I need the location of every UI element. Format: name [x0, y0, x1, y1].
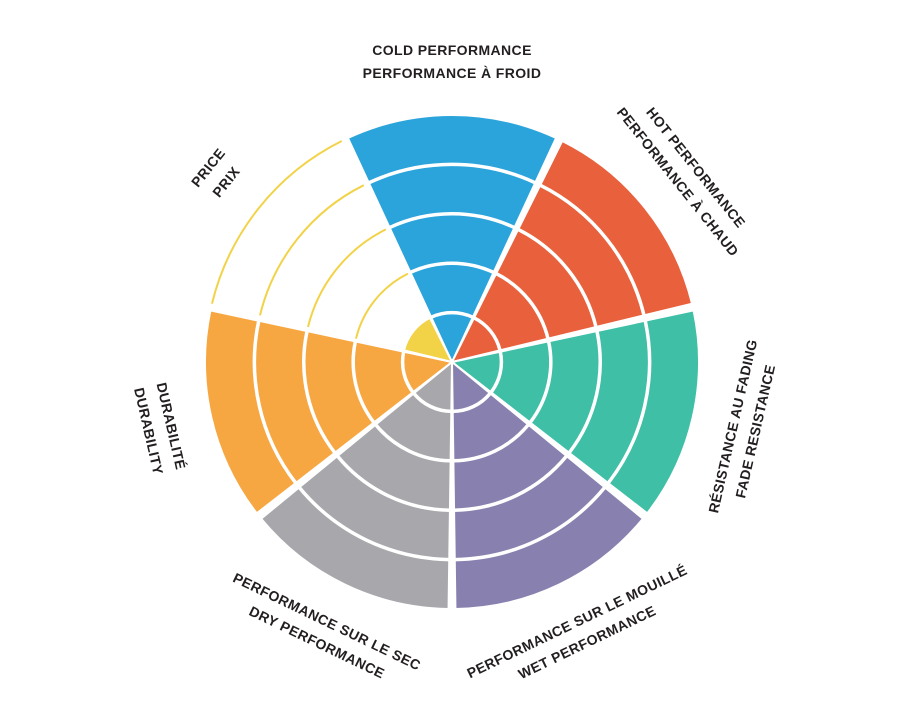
ring-separator [489, 351, 504, 394]
ring-separator [412, 392, 452, 414]
ring-separator [517, 227, 598, 328]
ring-separator [336, 454, 450, 512]
ring-outline [259, 184, 365, 316]
ring-separator [528, 340, 553, 424]
ring-separator [368, 162, 536, 185]
sector-hot-performance [450, 139, 694, 364]
ring-separator [454, 486, 607, 562]
ring-separator [539, 183, 646, 316]
sector-label-fade-resistance: RÉSISTANCE AU FADINGFADE RESISTANCE [705, 338, 783, 520]
ring-separator [297, 486, 450, 562]
ring-separator [454, 454, 568, 512]
ring-separator [430, 310, 474, 319]
ring-separator [452, 392, 492, 414]
ring-separator [374, 423, 451, 463]
sector-label-line: COLD PERFORMANCE [372, 42, 532, 58]
ring-separator [453, 423, 530, 463]
ring-separator [388, 212, 516, 230]
sector-label-line: PERFORMANCE À FROID [363, 65, 542, 81]
ring-separator [409, 261, 495, 274]
ring-outline [355, 272, 409, 339]
ring-outline [307, 228, 387, 328]
ring-separator [606, 320, 652, 485]
sector-label-price: PRICEPRIX [188, 145, 246, 204]
sector-durability [204, 309, 455, 515]
sector-cold-performance [346, 114, 558, 365]
ring-separator [351, 340, 376, 424]
sector-label-durability: DURABILITÉDURABILITY [131, 381, 189, 476]
ring-separator [495, 272, 550, 340]
ring-separator [252, 320, 298, 485]
sector-fade-resistance [449, 309, 700, 515]
ring-separator [302, 330, 337, 454]
sector-price [402, 316, 454, 364]
sector-label-cold-performance: COLD PERFORMANCE PERFORMANCE À FROID [363, 42, 542, 81]
ring-separator [567, 330, 602, 454]
sector-wet-performance [450, 359, 645, 610]
ring-outline [211, 140, 343, 304]
sector-dry-performance [259, 359, 454, 610]
ring-separator [400, 351, 415, 394]
ring-separator [473, 316, 502, 351]
